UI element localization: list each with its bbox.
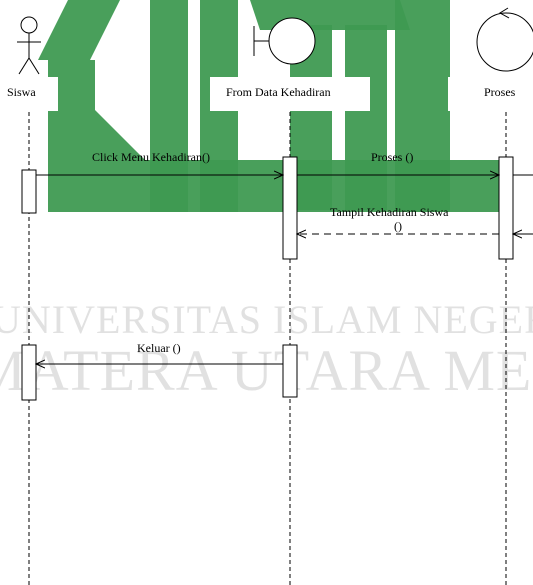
message-label-1: Click Menu Kehadiran() xyxy=(92,150,210,164)
activation-siswa-1 xyxy=(21,169,37,214)
activation-proses-1 xyxy=(498,156,514,260)
lifeline-label-siswa: Siswa xyxy=(7,85,36,99)
watermark-line2: SUMATERA UTARA MEDAN xyxy=(0,338,533,403)
lifeline-label-proses: Proses xyxy=(484,85,516,99)
lifeline-label-form: From Data Kehadiran xyxy=(226,85,331,99)
message-label-3a: Tampil Kehadiran Siswa xyxy=(330,205,449,219)
message-label-3b: () xyxy=(394,219,402,233)
activation-siswa-2 xyxy=(21,344,37,401)
message-label-4: Keluar () xyxy=(137,341,181,355)
control-icon xyxy=(476,7,533,72)
lifeline-head-siswa xyxy=(0,77,58,111)
lifeline-head-form xyxy=(210,77,370,111)
activation-form-2 xyxy=(282,344,298,398)
message-label-2: Proses () xyxy=(371,150,414,164)
watermark-line1: UNIVERSITAS ISLAM NEGERI xyxy=(0,297,533,342)
lifeline-head-proses xyxy=(448,77,533,111)
activation-form-1 xyxy=(282,156,298,260)
boundary-icon xyxy=(253,17,316,65)
actor-icon xyxy=(17,16,41,75)
